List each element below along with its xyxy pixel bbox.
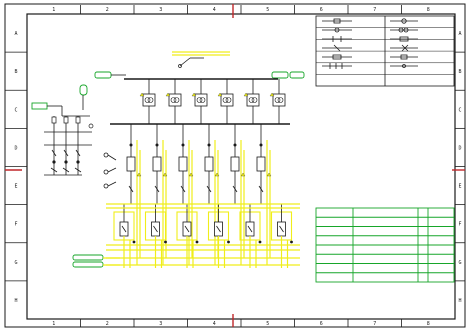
row-label: B xyxy=(458,69,461,75)
row-label: A xyxy=(14,31,17,37)
column-label: 3 xyxy=(159,321,162,327)
selector-switches xyxy=(103,152,117,189)
row-label: H xyxy=(458,298,461,304)
left-feeder-breaker xyxy=(62,116,70,175)
column-label: 6 xyxy=(320,7,323,13)
zone-border-left: A B C D E F G H xyxy=(5,31,27,304)
row-label: C xyxy=(14,107,17,113)
row-label: A xyxy=(458,31,461,37)
feeder-column xyxy=(152,79,182,265)
column-label: 8 xyxy=(427,321,430,327)
column-label: 6 xyxy=(320,321,323,327)
pump-unit xyxy=(239,204,262,268)
column-label: 1 xyxy=(52,321,55,327)
column-label: 2 xyxy=(106,7,109,13)
pump-unit xyxy=(144,204,167,268)
row-label: D xyxy=(458,145,461,151)
feeder-breaker xyxy=(204,156,214,172)
column-label: 7 xyxy=(373,321,376,327)
pump-units xyxy=(113,204,293,268)
column-label: 1 xyxy=(52,7,55,13)
column-label: 5 xyxy=(266,321,269,327)
feeder-breaker xyxy=(230,156,240,172)
row-label: G xyxy=(14,260,17,266)
row-label: C xyxy=(458,107,461,113)
row-label: F xyxy=(458,222,461,228)
feeder-column xyxy=(126,79,156,265)
legend-table xyxy=(315,15,455,87)
feeder-column xyxy=(204,79,234,265)
feeder-columns xyxy=(126,79,286,265)
incoming-tags xyxy=(94,71,305,79)
centring-marks xyxy=(5,4,465,327)
feeder-breaker xyxy=(256,156,266,172)
pump-unit xyxy=(207,204,230,268)
column-label: 3 xyxy=(159,7,162,13)
zone-border-right: A B C D E F G H xyxy=(455,31,465,304)
zone-border-top: 1 2 3 4 5 6 7 8 xyxy=(52,5,430,14)
row-label: E xyxy=(14,184,17,190)
column-label: 4 xyxy=(213,7,216,13)
column-label: 4 xyxy=(213,321,216,327)
column-label: 8 xyxy=(427,7,430,13)
left-feeder-breaker xyxy=(74,116,82,175)
column-label: 5 xyxy=(266,7,269,13)
title-block xyxy=(315,207,455,283)
left-feeder-breaker xyxy=(50,116,58,175)
zone-border-bottom: 1 2 3 4 5 6 7 8 xyxy=(52,319,430,327)
feeder-column xyxy=(178,79,208,265)
row-label: H xyxy=(14,298,17,304)
feeder-breaker xyxy=(178,156,188,172)
column-label: 2 xyxy=(106,321,109,327)
row-label: E xyxy=(458,184,461,190)
row-label: B xyxy=(14,69,17,75)
column-label: 7 xyxy=(373,7,376,13)
row-label: F xyxy=(14,222,17,228)
feeder-breaker xyxy=(152,156,162,172)
row-label: D xyxy=(14,145,17,151)
feeder-breaker xyxy=(126,156,136,172)
row-label: G xyxy=(458,260,461,266)
header-control-wiring xyxy=(172,51,230,68)
left-feeder-block xyxy=(31,84,94,176)
bottom-control-bus xyxy=(106,203,300,266)
